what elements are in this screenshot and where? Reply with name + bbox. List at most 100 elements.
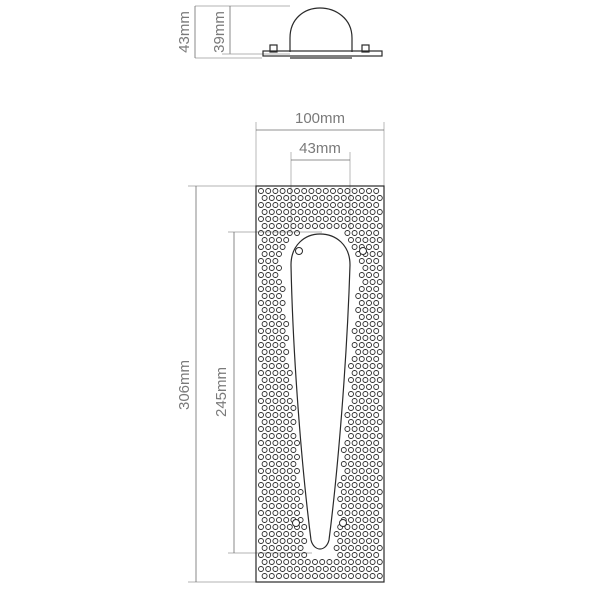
perforation-hole [362,447,369,453]
perforation-hole [279,482,286,488]
perforation-hole [265,314,272,320]
perforation-hole [355,349,362,355]
perforation-hole [340,503,347,509]
perforation-hole [258,286,264,292]
perforation-hole [376,279,383,285]
perforation-hole [261,433,268,439]
fixing-hole-bottom-right [339,519,347,527]
perforation-hole [340,531,347,537]
perforation-hole [358,356,365,362]
perforation-hole [272,510,279,516]
perforation-hole [362,545,369,551]
perforation-hole [337,188,344,194]
perforation-hole [265,426,272,432]
perforation-hole [369,461,376,467]
perforation-hole [358,188,365,194]
dome-profile [289,7,353,52]
perforation-hole [319,209,326,215]
perforation-hole [355,545,362,551]
perforation-hole [319,223,326,229]
perforation-hole [376,419,383,425]
perforation-hole [337,552,344,558]
perforation-hole [268,545,275,551]
perforation-hole [373,230,380,236]
perforation-hole [258,538,264,544]
perforation-hole [362,433,369,439]
perforation-hole [261,237,268,243]
perforation-hole [315,216,322,222]
perforation-hole [340,195,347,201]
perforation-hole [294,188,300,194]
perforation-hole [279,286,286,292]
perforation-hole [276,237,282,243]
perforation-hole [373,216,380,222]
perforation-hole [294,510,300,516]
perforation-hole [283,433,290,439]
perforation-hole [272,216,279,222]
perforation-hole [279,314,286,320]
perforation-hole [366,524,372,530]
perforation-hole [348,223,354,229]
perforation-hole [258,230,264,236]
perforation-hole [373,552,380,558]
perforation-hole [301,216,308,222]
perforation-hole [355,307,362,313]
perforation-hole [376,447,383,453]
perforation-hole [258,412,264,418]
perforation-hole [337,496,344,502]
perforation-hole [362,559,369,565]
perforation-hole [362,265,369,271]
perforation-hole [358,538,365,544]
perforation-hole [376,377,383,383]
perforation-hole [294,454,300,460]
perforation-hole [348,545,354,551]
perforation-hole [286,538,293,544]
perforation-hole [283,223,290,229]
perforation-hole [268,573,275,579]
perforation-hole [348,209,354,215]
perforation-hole [265,566,272,572]
perforation-hole [348,489,354,495]
dimension-label-43-width: 43mm [299,140,341,157]
perforation-hole [351,398,358,404]
perforation-hole [362,503,369,509]
perforation-hole [322,216,329,222]
perforation-hole [286,384,293,390]
perforation-hole [358,286,365,292]
perforation-hole [369,377,376,383]
perforation-hole [297,573,304,579]
screw-left [269,44,278,53]
perforation-hole [362,195,369,201]
perforation-hole [369,279,376,285]
perforation-hole [301,202,308,208]
perforation-hole [369,531,376,537]
perforation-hole [355,489,362,495]
perforation-hole [369,265,376,271]
perforation-hole [283,377,290,383]
perforation-hole [268,293,275,299]
perforation-hole [265,342,272,348]
perforation-hole [373,356,380,362]
perforation-hole [265,216,272,222]
perforation-hole [286,566,293,572]
perforation-hole [279,412,286,418]
perforation-hole [265,412,272,418]
perforation-hole [355,195,362,201]
perforation-hole [376,391,383,397]
perforation-hole [294,566,300,572]
perforation-hole [286,496,293,502]
perforation-hole [319,195,326,201]
perforation-hole [276,209,282,215]
perforation-hole [276,293,282,299]
perforation-hole [261,223,268,229]
perforation-hole [322,566,329,572]
perforation-hole [261,489,268,495]
perforation-hole [366,286,372,292]
perforation-hole [351,538,358,544]
perforation-hole [265,356,272,362]
perforation-hole [373,496,380,502]
perforation-hole [276,321,282,327]
perforation-hole [326,559,333,565]
perforation-hole [344,524,351,530]
perforation-hole [355,433,362,439]
